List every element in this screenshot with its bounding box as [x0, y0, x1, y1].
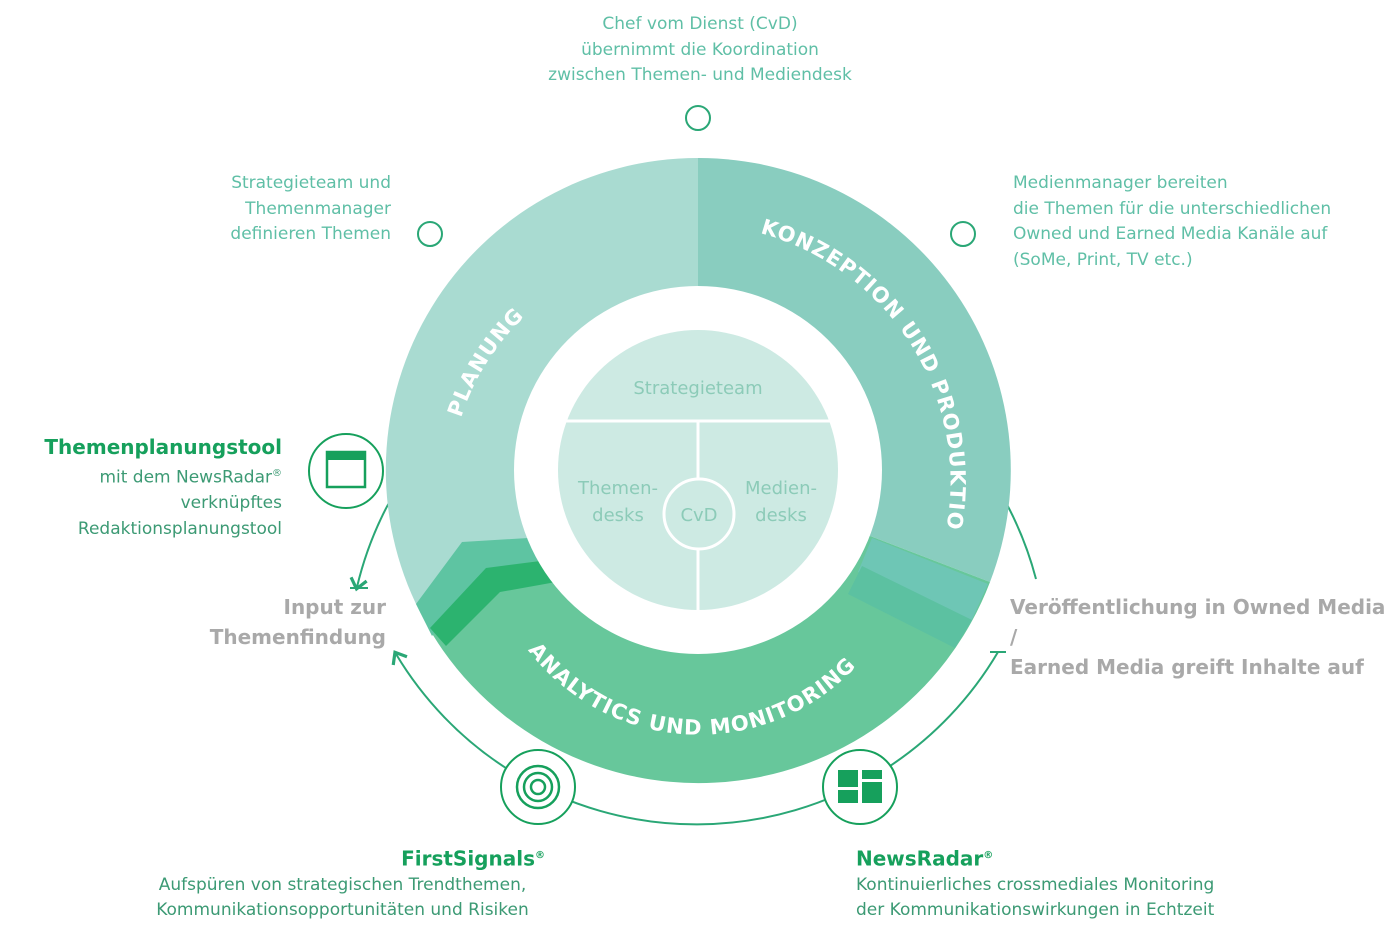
inner-cvd-label: CvD: [680, 505, 717, 526]
flow-label-input: Input zur Themenfindung: [150, 592, 386, 652]
tool-firstsignals-desc-line: Aufspüren von strategischen Trendthemen,: [158, 874, 527, 895]
node-top-right: [950, 221, 976, 247]
node-top-left: [417, 221, 443, 247]
cvd-circle: [662, 477, 736, 551]
tool-firstsignals-name-text: FirstSignals: [401, 846, 535, 871]
transition-band-right-inner: [848, 566, 972, 648]
transition-band-right-outer: [858, 538, 988, 624]
flow-label-input-line: Input zur: [283, 595, 387, 619]
annotation-top: Chef vom Dienst (CvD) übernimmt die Koor…: [500, 12, 900, 89]
tool-themenplanungstool: Themenplanungstool mit dem NewsRadar® ve…: [0, 434, 282, 542]
tool-firstsignals-desc-line: Kommunikationsopportunitäten und Risiken: [156, 900, 529, 921]
outer-cycle-arc-bottom: [391, 650, 999, 826]
registered-mark: ®: [272, 468, 282, 479]
flow-label-publication: Veröffentlichung in Owned Media / Earned…: [1010, 592, 1395, 682]
inner-mediendesks-label-2: desks: [755, 505, 807, 526]
tool-newsradar-desc-line: Kontinuierliches crossmediales Monitorin…: [856, 874, 1215, 895]
inner-themendesks-label-2: desks: [592, 505, 644, 526]
tool-newsradar-desc-line: der Kommunikationswirkungen in Echtzeit: [856, 900, 1215, 921]
annotation-top-left-line: definieren Themen: [230, 224, 391, 244]
annotation-top-right-line: Owned und Earned Media Kanäle auf: [1013, 224, 1328, 244]
annotation-top-right-line: die Themen für die unterschiedlichen: [1013, 198, 1332, 219]
registered-mark: ®: [983, 850, 994, 861]
annotation-top-right: Medienmanager bereiten die Themen für di…: [1013, 171, 1393, 273]
annotation-top-left-line: Strategieteam und: [231, 173, 391, 193]
firstsignals-icon: [500, 749, 576, 825]
annotation-top-line: übernimmt die Koordination: [581, 39, 819, 60]
tool-newsradar-name: NewsRadar®: [856, 842, 1256, 873]
annotation-top-line: zwischen Themen- und Mediendesk: [548, 65, 852, 85]
registered-mark: ®: [535, 850, 545, 861]
inner-strategieteam-label: Strategieteam: [633, 378, 762, 399]
inner-themendesks-label-1: Themen-: [577, 478, 658, 499]
newsradar-icon: [822, 749, 898, 825]
tool-newsradar-name-text: NewsRadar: [856, 846, 984, 871]
tool-newsradar: NewsRadar® Kontinuierliches crossmediale…: [856, 842, 1256, 924]
tool-firstsignals-name: FirstSignals®: [140, 842, 545, 873]
tool-themenplanungstool-desc: mit dem NewsRadar® verknüpftes: [0, 461, 282, 517]
annotation-top-line: Chef vom Dienst (CvD): [602, 14, 798, 34]
tool-firstsignals: FirstSignals® Aufspüren von strategische…: [140, 842, 545, 924]
transition-band-left-inner: [430, 560, 556, 646]
flow-label-input-line: Themenfindung: [209, 625, 386, 649]
annotation-top-left-line: Themenmanager: [245, 198, 391, 219]
annotation-top-right-line: (SoMe, Print, TV etc.): [1013, 249, 1193, 270]
inner-mediendesks-label-1: Medien-: [745, 478, 817, 499]
themenplanungstool-icon: [308, 433, 384, 509]
tool-themenplanungstool-desc-line2: Redaktionsplanungstool: [77, 518, 282, 539]
flow-label-publication-line: Earned Media greift Inhalte auf: [1010, 655, 1364, 679]
tool-themenplanungstool-desc-pre: mit dem NewsRadar: [99, 467, 272, 488]
tool-themenplanungstool-name: Themenplanungstool: [44, 435, 282, 459]
flow-label-publication-line: Veröffentlichung in Owned Media /: [1010, 595, 1386, 649]
tool-themenplanungstool-desc-post: verknüpftes: [180, 493, 282, 514]
annotation-top-right-line: Medienmanager bereiten: [1013, 173, 1228, 193]
node-top: [685, 105, 711, 131]
annotation-top-left: Strategieteam und Themenmanager definier…: [140, 171, 391, 248]
